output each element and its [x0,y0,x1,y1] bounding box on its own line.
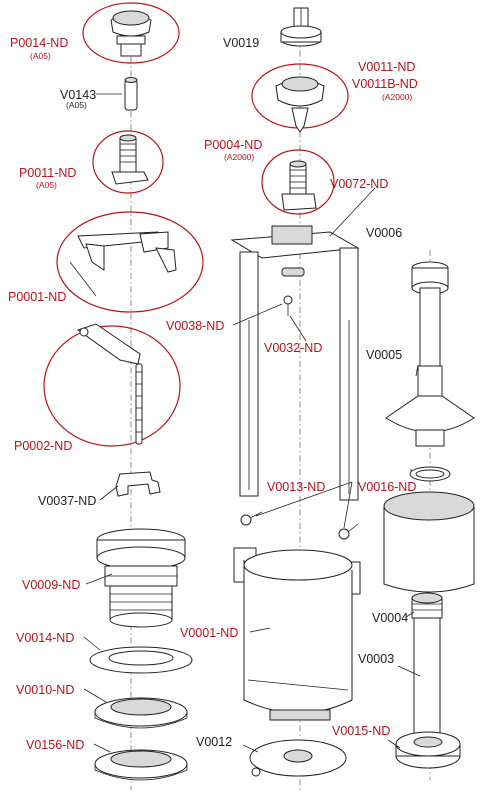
p0014-button-part[interactable] [82,2,180,64]
p0001-lever-part[interactable] [56,211,204,313]
label-v0015: V0015-ND [332,724,390,738]
v0032-screw-part[interactable] [283,295,293,316]
v0006-tube-part[interactable] [411,261,449,367]
label-v0037: V0037-ND [38,494,96,508]
p0002-lever-chain-part[interactable] [43,323,181,447]
label-p0014-variant: (A05) [30,51,51,61]
label-v0143-variant: (A05) [66,100,87,110]
label-v0011b-variant: (A2000) [382,92,412,102]
v0009-housing-part[interactable] [96,528,186,628]
label-v0011: V0011-ND [358,60,415,74]
label-v0013: V0013-ND [267,480,325,494]
label-v0019: V0019 [223,36,259,50]
label-v0011b: V0011B-ND [352,77,418,91]
label-v0001: V0001-ND [180,626,238,640]
label-v0032: V0032-ND [264,341,322,355]
v0015-base-flange-part[interactable] [395,731,461,769]
label-v0038: V0038-ND [166,319,224,333]
label-v0072: V0072-ND [330,177,388,191]
label-v0010: V0010-ND [16,683,74,697]
label-v0005: V0005 [366,348,402,362]
label-v0143: V0143 [60,88,96,102]
label-v0012: V0012 [196,735,232,749]
v0072-frame-part[interactable] [230,225,360,501]
p0011-threaded-rod-part[interactable] [92,130,164,194]
v0011-button-part[interactable] [251,63,349,133]
label-p0004: P0004-ND [204,138,262,152]
v0143-pin-part[interactable] [124,77,138,111]
v0005-cone-part[interactable] [385,365,475,447]
label-v0016: V0016-ND [358,480,416,494]
v0001-float-body-part[interactable] [233,547,361,721]
v0014-washer-part[interactable] [89,646,193,674]
v0003-pipe-part[interactable] [411,592,443,739]
label-p0002: P0002-ND [14,439,72,453]
label-v0004: V0004 [372,611,408,625]
v0156-nut-part[interactable] [94,749,188,781]
v0013-screws-part[interactable] [240,511,359,540]
v0012-base-plate-part[interactable] [249,739,347,777]
label-p0001: P0001-ND [8,290,66,304]
v0037-clip-part[interactable] [115,471,161,497]
label-p0014: P0014-ND [10,36,68,50]
label-p0011: P0011-ND [19,166,76,180]
v0016-o-ring-part[interactable] [409,466,451,482]
label-v0006: V0006 [366,226,402,240]
p0004-threaded-insert-part[interactable] [261,149,335,215]
label-v0156: V0156-ND [26,738,84,752]
v0010-nut-part[interactable] [94,697,188,729]
v0004-cap-part[interactable] [383,491,475,593]
label-v0003: V0003 [358,652,394,666]
label-p0004-variant: (A2000) [224,152,254,162]
v0019-top-piece-part[interactable] [280,7,322,47]
label-v0009: V0009-ND [22,578,80,592]
label-v0014: V0014-ND [16,631,74,645]
label-p0011-variant: (A05) [36,180,57,190]
